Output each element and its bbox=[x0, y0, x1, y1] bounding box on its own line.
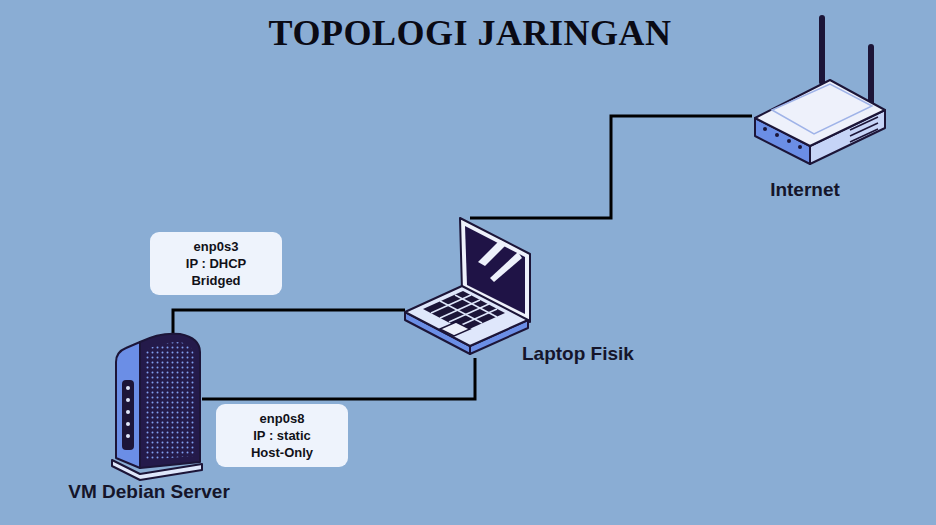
network-cable bbox=[202, 358, 475, 399]
server-side bbox=[140, 334, 200, 468]
router-led bbox=[763, 127, 767, 131]
key-row bbox=[440, 300, 480, 318]
server-light bbox=[126, 386, 130, 390]
server-icon bbox=[112, 334, 202, 480]
network-cable bbox=[470, 116, 752, 218]
key-row bbox=[457, 309, 497, 327]
router-node: Internet bbox=[752, 15, 887, 167]
device-label: Laptop Fisik bbox=[522, 342, 634, 366]
router-vent bbox=[850, 129, 878, 142]
device-label: VM Debian Server bbox=[68, 480, 230, 504]
server-node: VM Debian Server bbox=[112, 335, 202, 473]
interface-text: Host-Only bbox=[251, 444, 313, 461]
interface-text: IP : DHCP bbox=[186, 255, 246, 272]
screen-glare bbox=[490, 252, 522, 282]
router-icon bbox=[755, 15, 885, 164]
router-led bbox=[775, 133, 779, 137]
key-col bbox=[440, 301, 482, 323]
server-vents bbox=[146, 342, 194, 460]
antenna bbox=[819, 15, 825, 85]
interface-text: enp0s8 bbox=[260, 410, 305, 427]
device-label: Internet bbox=[770, 178, 840, 202]
laptop-base bbox=[405, 286, 528, 346]
router-vent bbox=[850, 123, 878, 136]
interface-box: enp0s3IP : DHCPBridged bbox=[150, 232, 282, 295]
touchpad bbox=[440, 322, 470, 336]
server-front bbox=[116, 342, 140, 468]
interface-box: enp0s8IP : staticHost-Only bbox=[216, 404, 348, 467]
router-led bbox=[787, 139, 791, 143]
server-light bbox=[126, 410, 130, 414]
server-light bbox=[126, 422, 130, 426]
keyboard bbox=[423, 291, 505, 331]
server-panel bbox=[122, 380, 134, 450]
key-row bbox=[431, 295, 471, 313]
key-col bbox=[455, 295, 497, 317]
screen-glare bbox=[478, 240, 507, 266]
server-light bbox=[126, 434, 130, 438]
key-row bbox=[449, 304, 489, 322]
router-led bbox=[798, 145, 802, 149]
interface-text: Bridged bbox=[191, 272, 240, 289]
network-cable bbox=[173, 310, 405, 335]
server-light bbox=[126, 398, 130, 402]
interface-text: IP : static bbox=[253, 427, 311, 444]
laptop-icon bbox=[405, 218, 530, 354]
laptop-node: Laptop Fisik bbox=[405, 218, 530, 358]
router-top bbox=[755, 80, 885, 146]
router-vent bbox=[850, 117, 878, 130]
keyboard-keys bbox=[431, 295, 497, 327]
diagram-title: TOPOLOGI JARINGAN bbox=[0, 12, 936, 54]
interface-text: enp0s3 bbox=[194, 238, 239, 255]
antenna bbox=[868, 44, 874, 106]
